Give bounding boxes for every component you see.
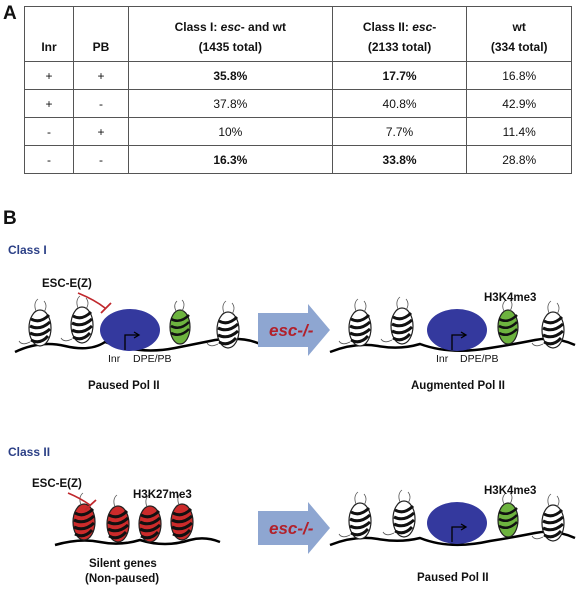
pol2-icon xyxy=(100,309,160,351)
cell-class1: 37.8% xyxy=(128,89,333,118)
nucleosome-h3k27me3-icon xyxy=(137,493,163,544)
cell-class2: 33.8% xyxy=(331,145,468,174)
class2-label: Class II xyxy=(8,445,51,459)
pol2-icon xyxy=(427,309,487,351)
nucleosome-h3k4me3-icon xyxy=(496,491,520,539)
tss-arrow-icon xyxy=(124,334,138,350)
cell-pb: - xyxy=(73,145,129,174)
class1-label: Class I xyxy=(8,243,47,257)
nucleosome-icon xyxy=(59,294,95,345)
table-row: - - 16.3% 33.8% 28.8% xyxy=(24,145,572,174)
cell-class2: 17.7% xyxy=(331,61,468,90)
inhibition-icon xyxy=(67,492,91,506)
cell-wt: 28.8% xyxy=(466,145,572,174)
nucleosome-icon xyxy=(379,295,415,346)
h3k4me3-label: H3K4me3 xyxy=(484,485,537,497)
dpe-pb-label: DPE/PB xyxy=(460,353,499,365)
cell-wt: 11.4% xyxy=(466,117,572,146)
inr-label: Inr xyxy=(436,353,449,365)
cell-inr: - xyxy=(24,145,74,174)
header-class2: Class II: esc- (2133 total) xyxy=(331,6,468,62)
svg-text:esc-/-: esc-/- xyxy=(269,321,314,340)
left-caption: Paused Pol II xyxy=(88,380,160,392)
table-header-row: Inr PB Class I: esc- and wt (1435 total)… xyxy=(24,6,572,62)
header-class1: Class I: esc- and wt (1435 total) xyxy=(128,6,333,62)
tss-arrow-icon xyxy=(451,526,465,542)
cell-wt: 42.9% xyxy=(466,89,572,118)
cell-class2: 7.7% xyxy=(331,117,468,146)
right-caption: Augmented Pol II xyxy=(411,380,505,392)
svg-text:esc-/-: esc-/- xyxy=(269,519,314,538)
esc-ez-label: ESC-E(Z) xyxy=(32,478,82,490)
tss-arrow-icon xyxy=(451,334,465,350)
pol2-icon xyxy=(427,502,487,544)
nucleosome-icon xyxy=(530,299,566,350)
table-row: - + 10% 7.7% 11.4% xyxy=(24,117,572,146)
nucleosome-icon xyxy=(381,488,417,539)
dna-strand xyxy=(329,530,576,547)
nucleosome-icon xyxy=(530,492,566,543)
h3k4me3-label: H3K4me3 xyxy=(484,292,537,304)
cell-class2: 40.8% xyxy=(331,89,468,118)
header-pb: PB xyxy=(73,6,129,62)
panel-b-letter: B xyxy=(3,208,17,229)
nucleosome-icon xyxy=(337,297,373,348)
cell-class1: 10% xyxy=(128,117,333,146)
header-wt: wt (334 total) xyxy=(466,6,572,62)
cell-pb: - xyxy=(73,89,129,118)
nucleosome-h3k27me3-icon xyxy=(105,493,131,544)
nucleosome-h3k27me3-icon xyxy=(71,491,97,542)
inhibition-icon xyxy=(77,292,106,309)
dpe-pb-label: DPE/PB xyxy=(133,353,172,365)
percentage-table: Inr PB Class I: esc- and wt (1435 total)… xyxy=(24,6,572,174)
right-caption: Paused Pol II xyxy=(417,572,489,584)
panel-a-letter: A xyxy=(3,3,17,24)
transition-arrow-icon: esc-/- xyxy=(258,502,330,554)
dna-strand xyxy=(54,537,221,547)
nucleosome-h3k4me3-icon xyxy=(496,298,520,346)
table-row: + + 35.8% 17.7% 16.8% xyxy=(24,61,572,90)
transition-arrow-icon: esc-/- xyxy=(258,304,330,356)
left-caption-sub: (Non-paused) xyxy=(85,573,160,585)
inr-label: Inr xyxy=(108,353,121,365)
nucleosome-icon xyxy=(337,490,373,541)
nucleosome-h3k4me3-icon xyxy=(168,298,192,346)
h3k27me3-label: H3K27me3 xyxy=(133,489,192,501)
left-caption: Silent genes xyxy=(89,558,157,570)
nucleosome-icon xyxy=(17,297,53,348)
table-row: + - 37.8% 40.8% 42.9% xyxy=(24,89,572,118)
esc-ez-label: ESC-E(Z) xyxy=(42,278,92,290)
cell-inr: + xyxy=(24,61,74,90)
